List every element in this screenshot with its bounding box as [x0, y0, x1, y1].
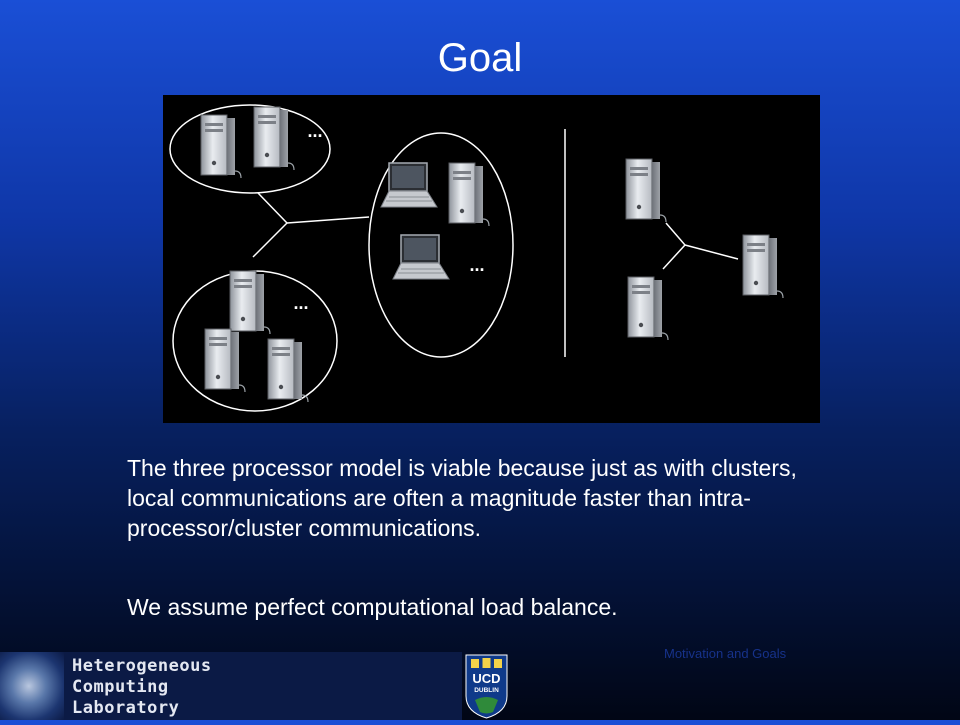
castle-icon	[494, 659, 502, 668]
network-diagram: ... ... ...	[163, 95, 820, 423]
hcl-logo-line: Heterogeneous	[72, 656, 212, 676]
server-icon	[204, 328, 246, 393]
ucd-logo-text: UCD	[472, 671, 500, 686]
paragraph-load-balance: We assume perfect computational load bal…	[127, 594, 618, 620]
laptop-icon	[392, 234, 450, 280]
hcl-logo-line: Computing	[72, 677, 169, 697]
cluster-boundary	[368, 132, 514, 358]
hcl-logo-line: Laboratory	[72, 698, 180, 718]
server-icon	[253, 106, 295, 171]
cluster-boundary	[169, 104, 331, 194]
cluster-middle: ...	[368, 132, 514, 358]
laptop-icon	[380, 162, 438, 208]
castle-icon	[471, 659, 479, 668]
ucd-logo-subtext: DUBLIN	[474, 687, 499, 694]
cluster-links	[252, 192, 370, 258]
ellipsis-label: ...	[307, 121, 322, 141]
server-icon	[448, 162, 490, 227]
three-processor-model	[625, 158, 784, 341]
ucd-logo: UCD DUBLIN	[463, 652, 510, 720]
cluster-top-left: ...	[169, 104, 331, 194]
harp-icon	[475, 697, 498, 714]
server-icon	[742, 234, 784, 299]
castle-icon	[482, 658, 491, 668]
server-icon	[625, 158, 667, 223]
slide-title: Goal	[437, 36, 523, 80]
server-icon	[229, 270, 271, 335]
cluster-bottom-left: ...	[172, 270, 338, 412]
globe-icon	[0, 652, 64, 720]
paragraph-model-viability: The three processor model is viable beca…	[127, 455, 797, 541]
server-icon	[267, 338, 309, 403]
ellipsis-label: ...	[469, 255, 484, 275]
hcl-logo: Heterogeneous Computing Laboratory	[0, 652, 462, 720]
footer-section-label: Motivation and Goals	[664, 646, 787, 661]
server-icon	[627, 276, 669, 341]
server-icon	[200, 114, 242, 179]
ellipsis-label: ...	[293, 293, 308, 313]
